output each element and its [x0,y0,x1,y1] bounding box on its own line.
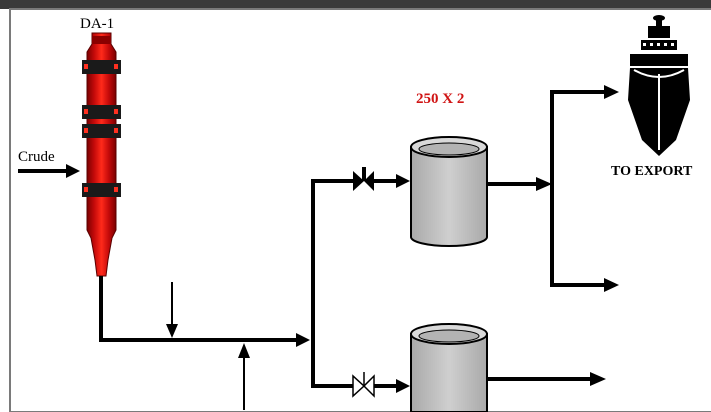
tank-group-label: 250 X 2 [416,91,464,107]
bottom-header-line [99,276,310,347]
distillation-column-da1[interactable] [82,32,121,277]
export-label: TO EXPORT [611,164,693,179]
diagram-frame [9,8,711,412]
valve-outline-icon[interactable] [352,372,375,398]
ship-icon [628,15,690,156]
column-label: DA-1 [80,16,114,32]
tank2-outlet-line [487,372,606,386]
feed-label: Crude [18,149,55,165]
crude-feed-line [18,164,80,178]
column-flange [82,124,121,138]
tank1-inlet-line [311,174,410,188]
top-banner [0,0,711,9]
column-flange [82,105,121,119]
injection-up-arrow [238,343,250,410]
export-split-line [550,85,619,292]
column-flange [82,183,121,197]
column-flange [82,60,121,74]
storage-tank-2[interactable] [410,323,488,412]
valve-icon[interactable] [353,167,374,191]
storage-tank-1[interactable] [410,136,488,247]
tank2-inlet-line [311,379,410,393]
tank1-outlet-line [487,177,552,191]
injection-down-arrow [166,282,178,338]
